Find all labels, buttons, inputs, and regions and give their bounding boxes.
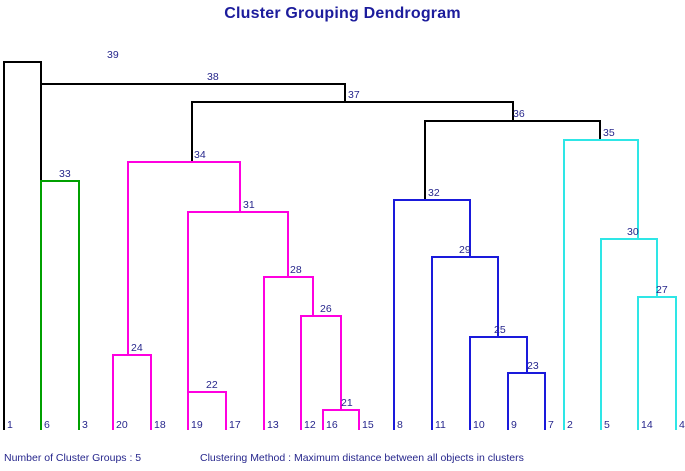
leaf-label-19: 19 bbox=[191, 419, 203, 431]
node-label-31: 31 bbox=[243, 199, 255, 211]
node-label-25: 25 bbox=[494, 324, 506, 336]
dendrogram-link-23 bbox=[507, 372, 546, 430]
dendrogram-links bbox=[3, 61, 677, 430]
leaf-label-15: 15 bbox=[362, 419, 374, 431]
leaf-label-14: 14 bbox=[641, 419, 653, 431]
dendrogram-link-38 bbox=[40, 83, 346, 181]
leaf-label-11: 11 bbox=[435, 419, 446, 431]
clustering-method-label: Clustering Method : Maximum distance bet… bbox=[200, 452, 524, 464]
dendrogram-link-24 bbox=[112, 354, 152, 430]
dendrogram-link-26 bbox=[300, 315, 342, 430]
cluster-groups-label: Number of Cluster Groups : 5 bbox=[4, 452, 142, 464]
node-label-32: 32 bbox=[428, 187, 440, 199]
node-label-27: 27 bbox=[656, 284, 668, 296]
leaf-label-6: 6 bbox=[44, 419, 50, 431]
leaf-label-9: 9 bbox=[511, 419, 517, 431]
leaf-label-3: 3 bbox=[82, 419, 88, 431]
leaf-label-8: 8 bbox=[397, 419, 403, 431]
dendrogram-link-21 bbox=[322, 409, 360, 430]
node-label-28: 28 bbox=[290, 264, 302, 276]
leaf-label-2: 2 bbox=[567, 419, 573, 431]
dendrogram-link-37 bbox=[191, 101, 514, 162]
node-label-33: 33 bbox=[59, 168, 71, 180]
node-label-37: 37 bbox=[348, 89, 360, 101]
dendrogram-link-22 bbox=[187, 391, 227, 430]
node-label-34: 34 bbox=[194, 149, 206, 161]
dendrogram-link-35 bbox=[563, 139, 639, 430]
page-title: Cluster Grouping Dendrogram bbox=[224, 5, 461, 22]
leaf-label-4: 4 bbox=[679, 419, 685, 431]
leaf-label-10: 10 bbox=[473, 419, 485, 431]
dendrogram-link-36 bbox=[424, 120, 601, 200]
leaf-label-17: 17 bbox=[229, 419, 241, 431]
leaf-label-20: 20 bbox=[116, 419, 128, 431]
dendrogram-link-32 bbox=[393, 199, 471, 430]
node-label-29: 29 bbox=[459, 244, 471, 256]
leaf-label-1: 1 bbox=[7, 419, 13, 431]
node-label-23: 23 bbox=[527, 360, 539, 372]
dendrogram-link-39 bbox=[3, 61, 42, 430]
dendrogram-link-29 bbox=[431, 256, 499, 430]
dendrogram-link-27 bbox=[637, 296, 677, 430]
node-label-35: 35 bbox=[603, 127, 615, 139]
node-label-36: 36 bbox=[513, 108, 525, 120]
node-label-39: 39 bbox=[107, 49, 119, 61]
leaf-label-16: 16 bbox=[326, 419, 338, 431]
leaf-label-12: 12 bbox=[304, 419, 316, 431]
dendrogram-link-33 bbox=[40, 180, 80, 430]
node-label-21: 21 bbox=[341, 397, 353, 409]
node-label-26: 26 bbox=[320, 303, 332, 315]
leaf-label-13: 13 bbox=[267, 419, 279, 431]
node-label-24: 24 bbox=[131, 342, 143, 354]
dendrogram-node-labels: 39 38 37 36 35 34 33 32 31 30 29 28 27 26 25 24 23 22 21 bbox=[59, 49, 668, 409]
leaf-label-18: 18 bbox=[154, 419, 166, 431]
node-label-38: 38 bbox=[207, 71, 219, 83]
node-label-22: 22 bbox=[206, 379, 218, 391]
caption: Number of Cluster Groups : 5 Clustering … bbox=[0, 449, 685, 471]
dendrogram-link-30 bbox=[600, 238, 658, 430]
dendrogram-link-25 bbox=[469, 336, 528, 430]
leaf-label-7: 7 bbox=[548, 419, 554, 431]
dendrogram-link-28 bbox=[263, 276, 314, 430]
dendrogram-link-34 bbox=[127, 161, 241, 355]
leaf-label-5: 5 bbox=[604, 419, 610, 431]
node-label-30: 30 bbox=[627, 226, 639, 238]
dendrogram-link-31 bbox=[187, 211, 289, 392]
